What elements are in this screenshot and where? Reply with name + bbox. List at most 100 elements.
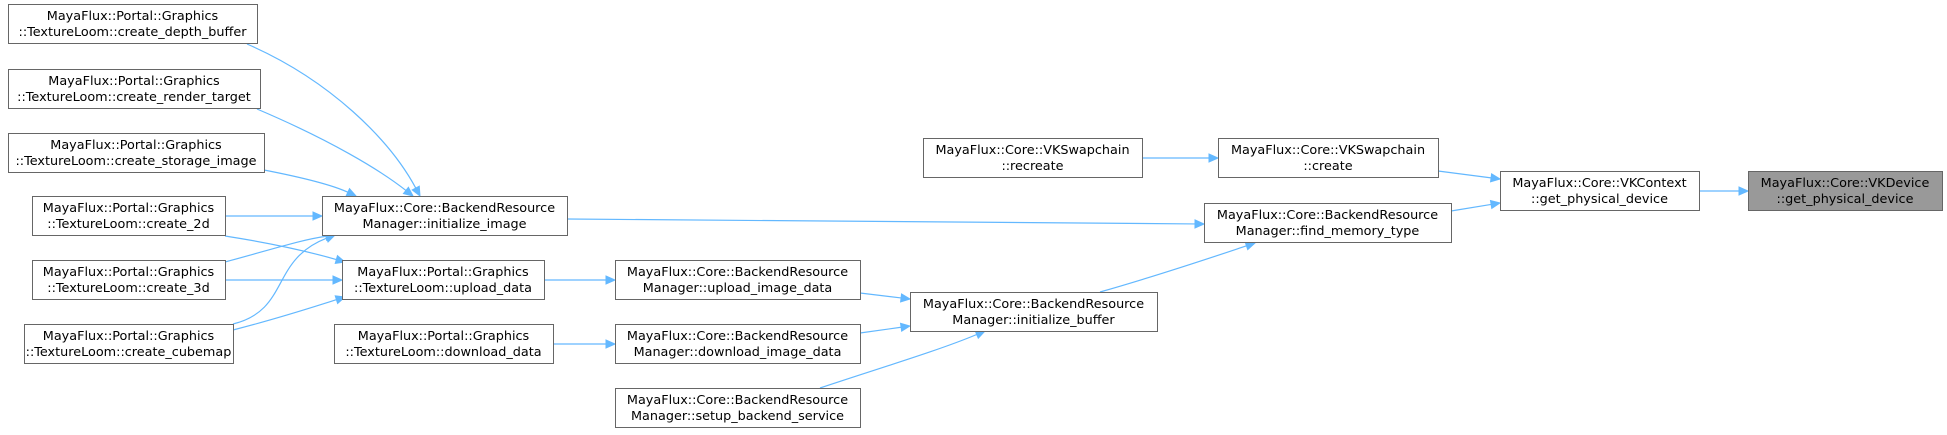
node-vkcontext-get-physical-device[interactable]: MayaFlux::Core::VKContext::get_physical_… (1500, 171, 1700, 211)
node-find-memory-type[interactable]: MayaFlux::Core::BackendResourceManager::… (1204, 203, 1452, 243)
arrowhead-icon (899, 322, 912, 333)
edge-line (232, 237, 327, 325)
node-create-cubemap[interactable]: MayaFlux::Portal::Graphics::TextureLoom:… (24, 324, 234, 364)
edge-swapchain_recreate-to-swapchain_create (1142, 153, 1220, 163)
node-create-depth-buffer[interactable]: MayaFlux::Portal::Graphics::TextureLoom:… (8, 4, 258, 44)
node-label-line: Manager::initialize_buffer (952, 313, 1115, 328)
node-box (615, 324, 861, 364)
edge-vkcontext_get_physical_device-to-vkdevice_get_physical_device (1699, 186, 1750, 196)
edge-create_cubemap-to-initialize_image (232, 233, 337, 325)
edge-swapchain_create-to-vkcontext_get_physical_device (1437, 170, 1502, 183)
node-box (1218, 138, 1439, 178)
node-create-render-target[interactable]: MayaFlux::Portal::Graphics::TextureLoom:… (8, 69, 261, 109)
arrowhead-icon (1244, 241, 1257, 251)
edge-create_2d-to-initialize_image (225, 211, 324, 221)
arrowhead-icon (312, 211, 324, 221)
node-initialize-image[interactable]: MayaFlux::Core::BackendResourceManager::… (322, 196, 568, 236)
node-label-line: MayaFlux::Core::BackendResource (923, 297, 1144, 312)
node-label-line: MayaFlux::Core::BackendResource (627, 265, 848, 280)
node-initialize-buffer[interactable]: MayaFlux::Core::BackendResourceManager::… (910, 292, 1158, 332)
node-label-line: MayaFlux::Core::VKDevice (1761, 176, 1930, 191)
node-box (32, 196, 226, 236)
arrowhead-icon (402, 186, 414, 197)
node-label-line: Manager::find_memory_type (1236, 224, 1420, 239)
node-box (32, 260, 226, 300)
node-label-line: ::TextureLoom::download_data (345, 345, 541, 360)
arrowhead-icon (332, 275, 344, 285)
node-label-line: MayaFlux::Core::BackendResource (1217, 208, 1438, 223)
edge-line (256, 108, 407, 191)
edge-create_cubemap-to-upload_data (232, 295, 347, 331)
edge-line (246, 43, 417, 189)
node-label-line: Manager::upload_image_data (643, 281, 833, 296)
node-label-line: MayaFlux::Portal::Graphics (43, 201, 215, 216)
node-download-data[interactable]: MayaFlux::Portal::Graphics::TextureLoom:… (334, 324, 554, 364)
edge-line (859, 292, 902, 299)
node-label-line: ::TextureLoom::upload_data (354, 281, 532, 296)
node-box (342, 260, 545, 300)
node-create-3d[interactable]: MayaFlux::Portal::Graphics::TextureLoom:… (32, 260, 226, 300)
edge-find_memory_type-to-vkcontext_get_physical_device (1450, 199, 1502, 212)
edge-line (224, 235, 337, 261)
arrowhead-icon (605, 275, 617, 285)
node-box (1204, 203, 1452, 243)
node-label-line: MayaFlux::Portal::Graphics (43, 329, 215, 344)
node-label-line: MayaFlux::Portal::Graphics (50, 138, 222, 153)
arrowhead-icon (345, 187, 358, 197)
node-vkdevice-get-physical-device[interactable]: MayaFlux::Core::VKDevice::get_physical_d… (1748, 171, 1943, 211)
arrowhead-icon (1489, 173, 1502, 183)
node-box (1748, 171, 1943, 211)
arrowhead-icon (899, 293, 912, 303)
node-create-storage-image[interactable]: MayaFlux::Portal::Graphics::TextureLoom:… (8, 133, 265, 173)
edge-line (819, 333, 977, 389)
node-label-line: Manager::download_image_data (634, 345, 842, 360)
node-download-image-data[interactable]: MayaFlux::Core::BackendResourceManager::… (615, 324, 861, 364)
nodes-layer: MayaFlux::Portal::Graphics::TextureLoom:… (8, 4, 1943, 428)
edge-upload_data-to-upload_image_data (544, 275, 617, 285)
node-label-line: MayaFlux::Core::BackendResource (627, 393, 848, 408)
node-label-line: MayaFlux::Portal::Graphics (43, 265, 215, 280)
node-box (615, 388, 861, 428)
node-box (1500, 171, 1700, 211)
node-label-line: ::TextureLoom::create_depth_buffer (19, 25, 248, 40)
node-swapchain-create[interactable]: MayaFlux::Core::VKSwapchain::create (1218, 138, 1439, 178)
arrowhead-icon (1194, 219, 1206, 229)
edge-line (1099, 245, 1247, 293)
node-label-line: ::create (1303, 159, 1352, 174)
node-box (334, 324, 554, 364)
edge-download_image_data-to-initialize_buffer (859, 322, 912, 334)
node-box (910, 292, 1158, 332)
node-label-line: MayaFlux::Portal::Graphics (358, 329, 530, 344)
edges-layer (224, 43, 1750, 389)
node-upload-data[interactable]: MayaFlux::Portal::Graphics::TextureLoom:… (342, 260, 545, 300)
node-swapchain-recreate[interactable]: MayaFlux::Core::VKSwapchain::recreate (923, 138, 1143, 178)
node-label-line: MayaFlux::Portal::Graphics (47, 9, 219, 24)
node-label-line: MayaFlux::Core::BackendResource (334, 201, 555, 216)
node-label-line: ::get_physical_device (1531, 192, 1668, 207)
edge-line (1450, 203, 1492, 212)
node-label-line: MayaFlux::Portal::Graphics (48, 74, 220, 89)
node-setup-backend-service[interactable]: MayaFlux::Core::BackendResourceManager::… (615, 388, 861, 428)
node-upload-image-data[interactable]: MayaFlux::Core::BackendResourceManager::… (615, 260, 861, 300)
arrowhead-icon (1208, 153, 1220, 163)
edge-create_render_target-to-initialize_image (256, 108, 414, 197)
arrowhead-icon (1738, 186, 1750, 196)
node-create-2d[interactable]: MayaFlux::Portal::Graphics::TextureLoom:… (32, 196, 226, 236)
node-label-line: ::get_physical_device (1777, 192, 1914, 207)
edge-line (566, 218, 1196, 225)
node-box (923, 138, 1143, 178)
edge-create_storage_image-to-initialize_image (263, 169, 358, 197)
edge-line (224, 235, 327, 263)
node-label-line: Manager::initialize_image (362, 217, 526, 232)
edge-initialize_image-to-find_memory_type (566, 218, 1206, 229)
node-label-line: ::recreate (1001, 159, 1063, 174)
arrowhead-icon (1489, 199, 1502, 210)
node-label-line: MayaFlux::Core::VKSwapchain (1231, 143, 1425, 158)
node-label-line: ::TextureLoom::create_storage_image (15, 154, 256, 169)
edge-create_3d-to-upload_data (225, 275, 344, 285)
edge-download_data-to-download_image_data (553, 339, 617, 349)
edge-create_3d-to-initialize_image (224, 231, 337, 263)
node-label-line: ::TextureLoom::create_3d (47, 281, 209, 296)
node-label-line: Manager::setup_backend_service (631, 409, 844, 424)
